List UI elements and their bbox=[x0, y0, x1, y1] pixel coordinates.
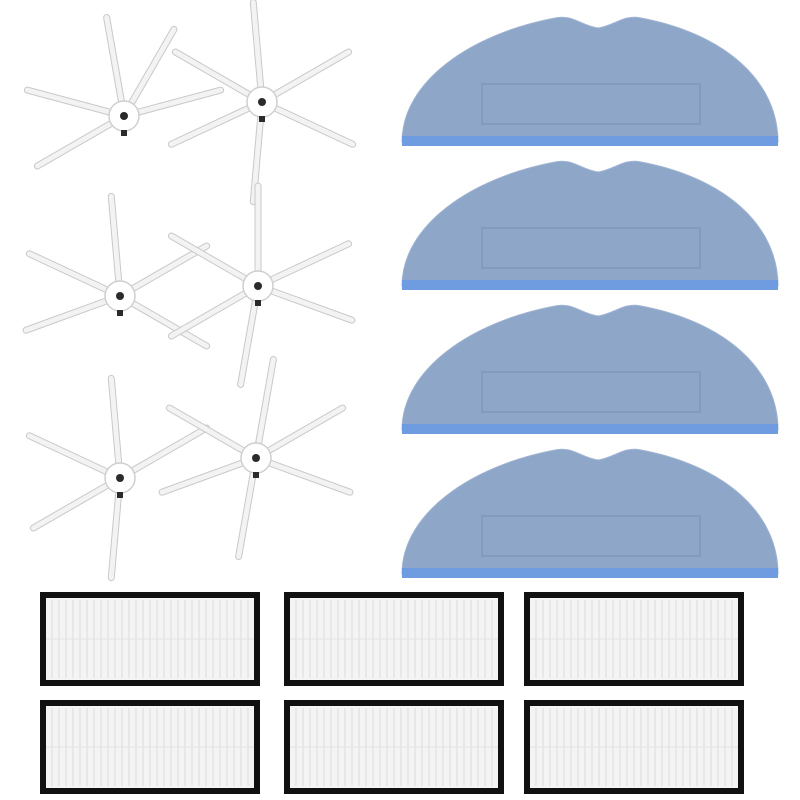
mop-pad-stitch bbox=[481, 83, 701, 125]
brush-bristle bbox=[253, 405, 346, 461]
brush-screw bbox=[252, 454, 260, 462]
mop-pad-binding bbox=[402, 136, 778, 146]
mop-pad bbox=[401, 16, 779, 146]
brush-clip bbox=[117, 310, 123, 316]
mop-pad-cloth bbox=[401, 16, 779, 143]
mop-pad-binding bbox=[402, 568, 778, 578]
brush-clip bbox=[259, 116, 265, 122]
brush-bristle bbox=[117, 243, 210, 299]
side-brush bbox=[22, 192, 211, 350]
brush-bristle bbox=[159, 455, 259, 495]
brush-bristle bbox=[23, 293, 123, 333]
brush-bristle bbox=[255, 241, 352, 289]
brush-clip bbox=[117, 492, 123, 498]
brush-bristle bbox=[253, 455, 353, 495]
hepa-filter bbox=[524, 700, 744, 794]
brush-bristle bbox=[168, 99, 265, 147]
brush-bristle bbox=[117, 425, 210, 481]
mop-pad-stitch bbox=[481, 227, 701, 269]
brush-bristle bbox=[34, 113, 127, 169]
brush-bristle bbox=[172, 49, 265, 105]
brush-screw bbox=[254, 282, 262, 290]
hepa-filter bbox=[524, 592, 744, 686]
side-brush bbox=[25, 374, 211, 582]
hepa-filter-group bbox=[40, 592, 744, 794]
brush-bristle bbox=[166, 405, 259, 461]
side-brush bbox=[158, 356, 354, 560]
brush-screw bbox=[258, 98, 266, 106]
brush-clip bbox=[255, 300, 261, 306]
brush-screw bbox=[116, 474, 124, 482]
brush-screw bbox=[120, 112, 128, 120]
brush-bristle bbox=[24, 87, 127, 119]
brush-bristle bbox=[30, 475, 123, 531]
mop-pad bbox=[401, 448, 779, 578]
mop-pad-binding bbox=[402, 280, 778, 290]
brush-bristle bbox=[26, 433, 123, 481]
mop-pad-binding bbox=[402, 424, 778, 434]
mop-pad bbox=[401, 304, 779, 434]
brush-bristle bbox=[250, 0, 265, 105]
mop-pad-stitch bbox=[481, 371, 701, 413]
mop-pad-cloth bbox=[401, 448, 779, 575]
brush-bristle bbox=[168, 233, 261, 289]
brush-bristle bbox=[253, 357, 276, 461]
brush-clip bbox=[121, 130, 127, 136]
brush-bristle bbox=[259, 99, 356, 147]
mop-pad-stitch bbox=[481, 515, 701, 557]
brush-bristle bbox=[108, 193, 123, 299]
hepa-filter bbox=[284, 592, 504, 686]
brush-screw bbox=[116, 292, 124, 300]
mop-pad-cloth bbox=[401, 304, 779, 431]
brush-bristle bbox=[117, 293, 210, 349]
hepa-filter bbox=[40, 592, 260, 686]
brush-bristle bbox=[168, 283, 261, 339]
side-brush bbox=[23, 14, 225, 170]
hepa-filter bbox=[40, 700, 260, 794]
brush-bristle bbox=[121, 26, 177, 119]
brush-bristle bbox=[259, 49, 352, 105]
side-brush bbox=[167, 182, 356, 388]
brush-bristle bbox=[108, 375, 123, 481]
brush-bristle bbox=[104, 15, 127, 119]
brush-bristle bbox=[26, 251, 123, 299]
hepa-filter bbox=[284, 700, 504, 794]
brush-bristle bbox=[121, 87, 224, 119]
side-brush-group bbox=[22, 0, 357, 582]
brush-clip bbox=[253, 472, 259, 478]
brush-bristle bbox=[255, 283, 355, 323]
mop-pad bbox=[401, 160, 779, 290]
mop-pad-cloth bbox=[401, 160, 779, 287]
mop-pad-group bbox=[401, 16, 779, 578]
